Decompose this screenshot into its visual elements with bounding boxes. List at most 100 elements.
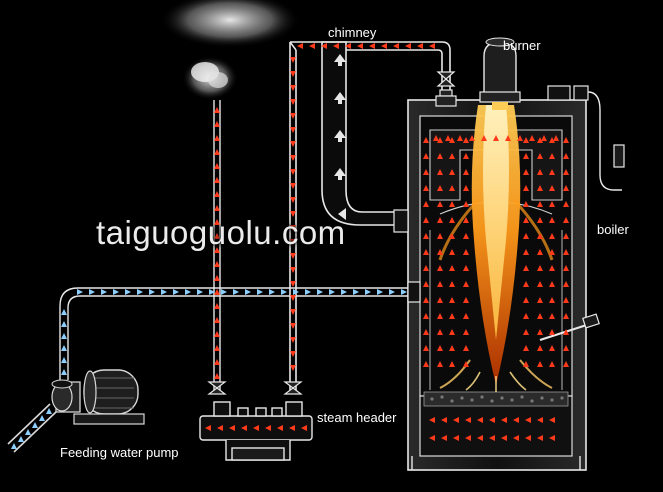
flow-arrow xyxy=(290,267,296,273)
flow-arrow xyxy=(290,225,296,231)
flow-arrow xyxy=(549,297,555,303)
flow-arrow xyxy=(537,201,543,207)
flow-arrow xyxy=(549,137,555,143)
flow-arrow xyxy=(463,249,469,255)
flow-arrow xyxy=(433,135,439,141)
water-arrow xyxy=(61,309,67,315)
flow-arrow xyxy=(449,265,455,271)
flow-arrow xyxy=(537,435,543,441)
flow-arrow xyxy=(289,425,295,431)
flow-arrow xyxy=(437,281,443,287)
feeding-water-pump-label: Feeding water pump xyxy=(60,445,179,460)
flow-arrow xyxy=(549,313,555,319)
flow-arrow xyxy=(549,281,555,287)
water-arrow xyxy=(113,289,119,295)
flow-arrow xyxy=(205,425,211,431)
chimney-duct xyxy=(289,41,451,390)
flow-arrow xyxy=(437,201,443,207)
flow-arrow xyxy=(357,43,363,49)
flow-arrow xyxy=(423,281,429,287)
flow-arrow xyxy=(465,417,471,423)
flow-arrow xyxy=(214,359,220,365)
flow-arrow xyxy=(437,297,443,303)
flow-arrow xyxy=(463,345,469,351)
flow-arrow xyxy=(563,313,569,319)
water-arrow xyxy=(137,289,143,295)
flow-arrow xyxy=(537,233,543,239)
flow-arrow xyxy=(253,425,259,431)
flow-arrow xyxy=(437,345,443,351)
flow-arrow xyxy=(449,297,455,303)
flow-arrow xyxy=(214,177,220,183)
flow-arrow xyxy=(290,155,296,161)
flow-arrow xyxy=(453,435,459,441)
flow-arrow xyxy=(321,43,327,49)
flow-arrow xyxy=(214,121,220,127)
burner xyxy=(479,37,521,110)
flow-arrow xyxy=(214,289,220,295)
flow-arrow xyxy=(537,217,543,223)
water-arrow xyxy=(233,289,239,295)
flow-arrow xyxy=(437,217,443,223)
flow-arrow xyxy=(423,297,429,303)
flow-arrow xyxy=(437,185,443,191)
flow-arrow xyxy=(463,361,469,367)
flow-arrow xyxy=(523,345,529,351)
flow-arrow xyxy=(449,169,455,175)
burner-label: burner xyxy=(503,38,541,53)
flow-arrow xyxy=(423,185,429,191)
water-arrow xyxy=(221,289,227,295)
flow-arrow xyxy=(214,345,220,351)
flow-arrow xyxy=(463,233,469,239)
water-arrow xyxy=(293,289,299,295)
flow-arrow xyxy=(290,183,296,189)
flow-arrow xyxy=(437,153,443,159)
flow-arrow xyxy=(523,313,529,319)
flow-arrow xyxy=(517,135,523,141)
watermark: taiguoguolu.com xyxy=(96,214,346,251)
flow-arrow xyxy=(463,313,469,319)
flow-arrow xyxy=(537,185,543,191)
flow-arrow xyxy=(437,329,443,335)
flow-arrow xyxy=(523,329,529,335)
water-arrow xyxy=(61,345,67,351)
flow-arrow xyxy=(290,57,296,63)
flow-arrow xyxy=(290,365,296,371)
water-arrow xyxy=(125,289,131,295)
flow-arrow xyxy=(381,43,387,49)
flow-arrow xyxy=(333,43,339,49)
water-arrow xyxy=(377,289,383,295)
flow-arrow xyxy=(241,425,247,431)
water-arrow xyxy=(61,333,67,339)
flow-arrow xyxy=(549,217,555,223)
water-arrow xyxy=(257,289,263,295)
water-arrow xyxy=(18,436,24,442)
flow-arrow xyxy=(469,135,475,141)
chimney-label: chimney xyxy=(328,25,377,40)
flow-arrow xyxy=(563,169,569,175)
water-arrow xyxy=(101,289,107,295)
flow-arrow xyxy=(563,137,569,143)
flow-arrow xyxy=(537,361,543,367)
flow-arrow xyxy=(429,43,435,49)
flow-arrow xyxy=(523,281,529,287)
flow-arrow xyxy=(537,329,543,335)
flow-arrow xyxy=(463,217,469,223)
flow-arrow xyxy=(423,233,429,239)
flow-arrow xyxy=(290,113,296,119)
water-arrow xyxy=(365,289,371,295)
flow-arrow xyxy=(523,297,529,303)
water-arrow xyxy=(197,289,203,295)
chimney-damper-valve xyxy=(435,71,457,107)
flow-arrow xyxy=(290,295,296,301)
flow-arrow xyxy=(449,313,455,319)
flow-arrow xyxy=(297,43,303,49)
flow-arrow xyxy=(290,351,296,357)
flow-arrow xyxy=(445,135,451,141)
flow-arrow xyxy=(309,43,315,49)
flow-arrow xyxy=(290,99,296,105)
flow-arrow xyxy=(437,361,443,367)
flow-arrow xyxy=(214,107,220,113)
water-arrow xyxy=(185,289,191,295)
